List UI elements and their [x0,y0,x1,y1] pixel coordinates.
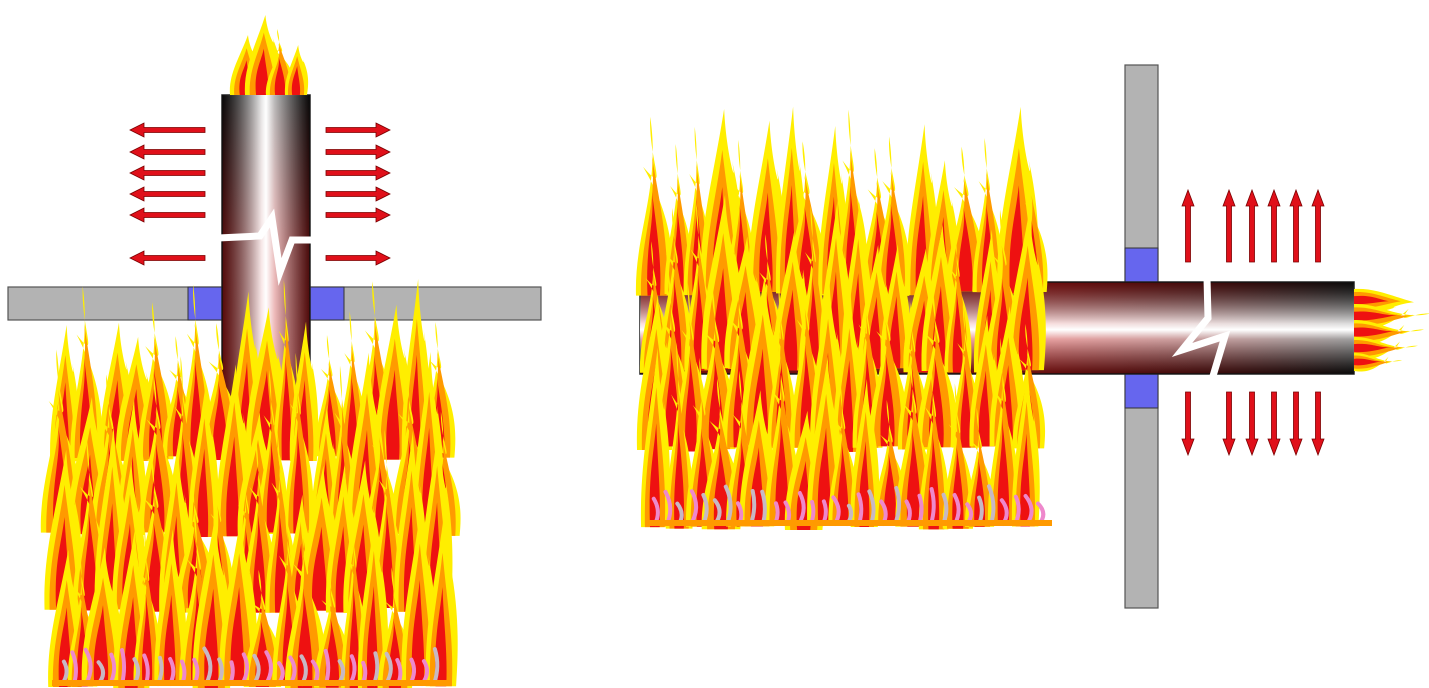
flame-icon [1354,288,1429,372]
red-heat-arrow-icon [325,165,391,181]
red-heat-arrow-icon [1289,188,1303,263]
wall-lower [1124,373,1159,609]
red-heat-arrow-icon [1311,188,1325,263]
red-heat-arrow-icon [1311,391,1325,457]
red-heat-arrow-icon [129,165,206,181]
red-heat-arrow-icon [325,186,391,202]
heat-arrows-down [1181,391,1325,457]
flame-icon [81,547,123,685]
horizontal-penetration-panel [635,64,1429,609]
fire-bed-left [40,278,461,688]
flame-icon [828,379,859,527]
red-heat-arrow-icon [1181,391,1195,457]
red-heat-arrow-icon [129,250,206,266]
flame-icon [1007,210,1046,371]
heat-arrows-up [1181,188,1325,263]
flame-icon [918,358,950,530]
red-heat-arrow-icon [129,144,206,160]
flame-icon [1354,352,1402,372]
flame-icon [188,384,219,538]
flame-icon [1354,336,1418,360]
red-heat-arrow-icon [1267,391,1281,457]
red-heat-arrow-icon [325,207,391,223]
flame-icon [665,342,694,529]
red-heat-arrow-icon [1245,391,1259,457]
flame-icon [987,337,1020,526]
flame-icon [219,516,258,685]
red-heat-arrow-icon [129,186,206,202]
flame-icon [357,512,389,688]
wall-upper [1124,64,1159,283]
floor-slab-right [309,286,542,321]
break-line-icon [1171,277,1231,378]
red-heat-arrow-icon [325,144,391,160]
red-heat-arrow-icon [1222,188,1236,263]
red-heat-arrow-icon [129,207,206,223]
red-heat-arrow-icon [129,122,206,138]
flame-icon [675,282,708,452]
flame-icon [1011,366,1040,527]
heat-arrows-left [129,122,206,266]
fire-seal-right [309,286,345,321]
flame-icon [285,514,327,688]
heat-arrows-right [325,122,391,266]
flame-icon [138,375,178,533]
flame-icon [868,286,908,447]
fire-seal-bottom [1124,373,1159,409]
break-line-icon [217,208,315,286]
flame-icon [1354,319,1424,345]
red-heat-arrow-icon [1289,391,1303,457]
floor-slab-left [7,286,223,321]
red-heat-arrow-icon [1181,188,1195,263]
red-heat-arrow-icon [325,122,391,138]
red-heat-arrow-icon [1267,188,1281,263]
fire-bed-right [635,106,1052,530]
flame-icon [284,45,309,95]
vertical-penetration-panel [7,15,542,688]
red-heat-arrow-icon [1245,188,1259,263]
flame-icon [942,383,974,529]
flame-icon [640,347,671,528]
red-heat-arrow-icon [325,250,391,266]
flame-icon [944,227,972,373]
flame-icon [635,116,673,296]
fire-base [651,484,1046,526]
red-heat-arrow-icon [1222,391,1236,457]
flame-icon [229,15,309,95]
fire-seal-top [1124,247,1159,283]
